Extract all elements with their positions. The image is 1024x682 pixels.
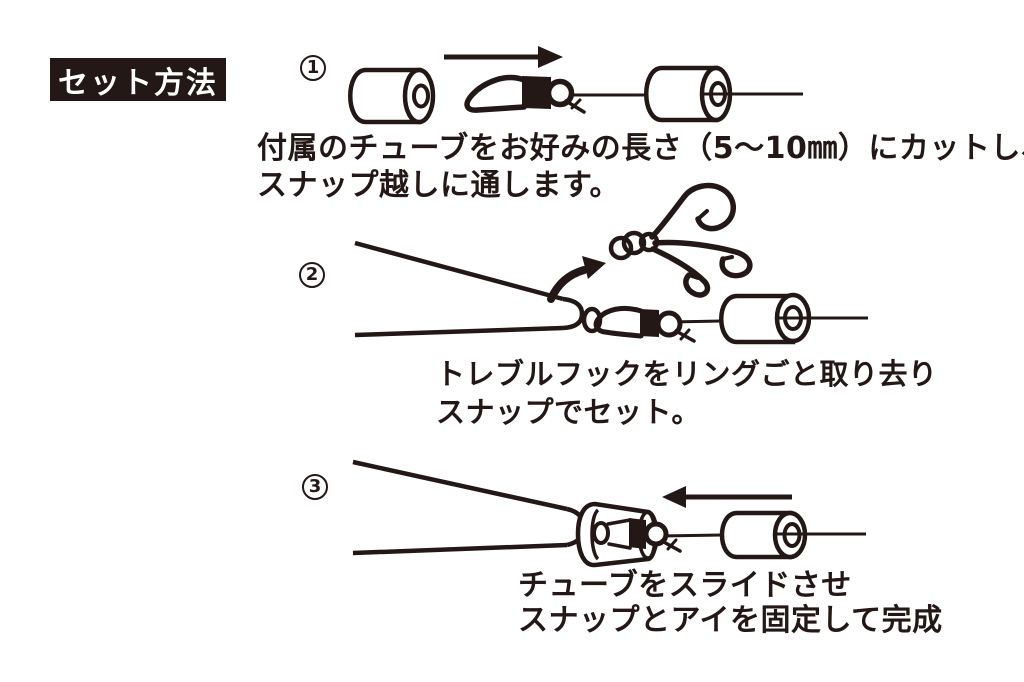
arrow-left-icon [662,486,792,508]
step-2-number: 2 [305,264,319,285]
arrow-right-icon [444,46,563,68]
step-2-caption: トレブルフックをリングごと取り去り スナップでセット。 [436,355,938,431]
step-3-caption-line-2: スナップとアイを固定して完成 [518,603,943,638]
tube-icon [348,67,436,125]
lure-tail [354,240,603,338]
step-1-caption: 付属のチューブをお好みの長さ（5〜10㎜）にカットし、 スナップ越しに通します。 [257,130,1024,204]
step-1-caption-line-1: 付属のチューブをお好みの長さ（5〜10㎜）にカットし、 [257,131,1024,166]
step-3-diagram [352,459,866,568]
step-2-caption-line-2: スナップでセット。 [436,395,701,429]
step-3-number-badge: 3 [302,474,328,500]
lure-tail [352,459,587,556]
snap-icon [593,305,723,343]
tube-over-snap-icon [575,501,682,568]
step-2-caption-line-1: トレブルフックをリングごと取り去り [436,357,938,391]
split-ring-icon [608,235,634,261]
step-3-number: 3 [308,476,322,497]
treble-hook-icon [608,182,753,298]
section-title: セット方法 [58,65,218,101]
step-1-number-badge: 1 [300,55,326,81]
section-title-badge: セット方法 [50,58,226,101]
step-2-number-badge: 2 [299,262,325,288]
step-1-caption-line-2: スナップ越しに通します。 [257,168,620,203]
step-3-caption: チューブをスライドさせ スナップとアイを固定して完成 [518,568,943,638]
step-1-number: 1 [306,57,320,78]
snap-icon [464,74,586,114]
split-ring-icon [621,230,647,256]
step-3-caption-line-1: チューブをスライドさせ [518,568,852,603]
curved-arrow-icon [547,256,606,303]
step-1-diagram [348,46,803,125]
fishing-line [659,533,723,538]
step-2-diagram [354,182,868,345]
